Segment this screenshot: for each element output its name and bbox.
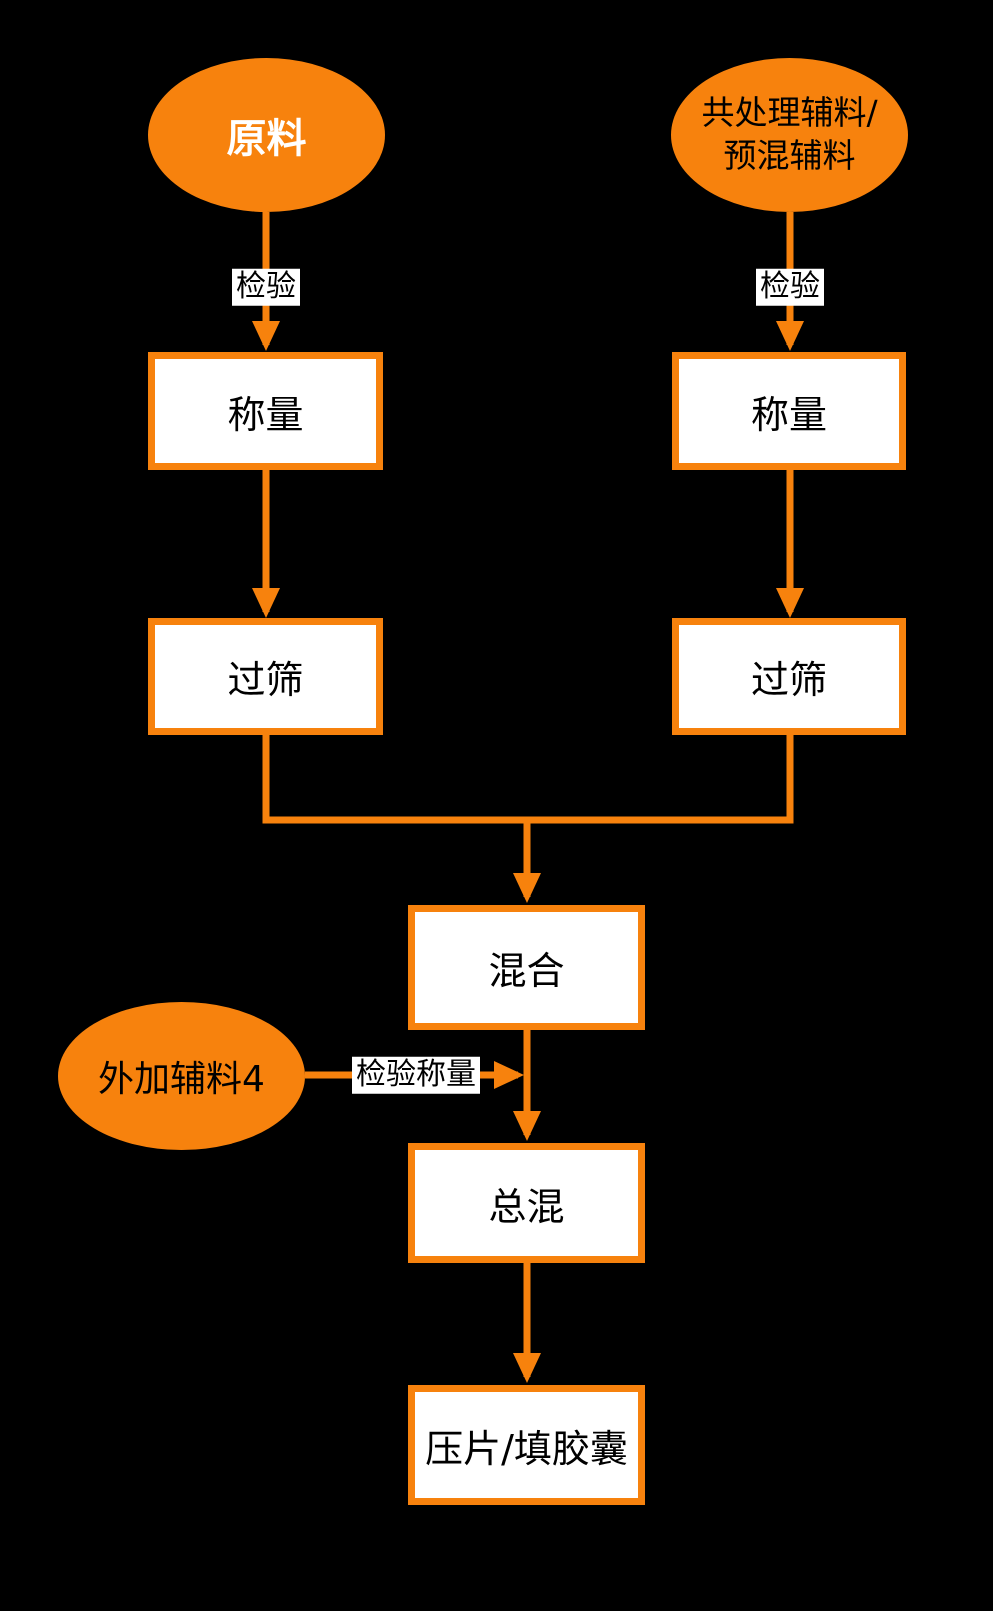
node-sieve-right: 过筛 (672, 618, 906, 735)
node-tablet-capsule-label: 压片/填胶囊 (425, 1426, 628, 1471)
node-coprocessed-excipient-label-line2: 预混辅料 (723, 136, 856, 175)
edge-sieve-right-to-junction (527, 735, 794, 824)
node-final-mix-label: 总混 (488, 1184, 565, 1229)
node-tablet-capsule: 压片/填胶囊 (408, 1385, 645, 1505)
node-raw-material-label: 原料 (226, 116, 307, 162)
edge-sieve-left-to-junction (262, 735, 527, 824)
node-coprocessed-excipient-label-line1: 共处理辅料/ (701, 93, 878, 133)
node-weigh-right: 称量 (672, 352, 906, 470)
edge-label-inspect-weigh: 检验称量 (352, 1056, 480, 1094)
node-extra-excipient-label: 外加辅料4 (98, 1059, 265, 1100)
node-sieve-left: 过筛 (148, 618, 383, 735)
node-sieve-left-label: 过筛 (227, 658, 304, 702)
node-weigh-left: 称量 (148, 352, 383, 470)
node-final-mix: 总混 (408, 1143, 645, 1263)
node-mix-label: 混合 (488, 949, 565, 993)
node-raw-material: 原料 (148, 58, 385, 212)
node-weigh-right-label: 称量 (750, 392, 827, 437)
node-weigh-left-label: 称量 (227, 392, 304, 437)
node-sieve-right-label: 过筛 (750, 658, 827, 702)
edge-label-inspect-left: 检验 (232, 268, 300, 306)
edge-label-inspect-right: 检验 (756, 268, 824, 306)
node-extra-excipient: 外加辅料4 (58, 1002, 305, 1150)
node-coprocessed-excipient: 共处理辅料/ 预混辅料 (671, 58, 908, 212)
node-mix: 混合 (408, 905, 645, 1030)
